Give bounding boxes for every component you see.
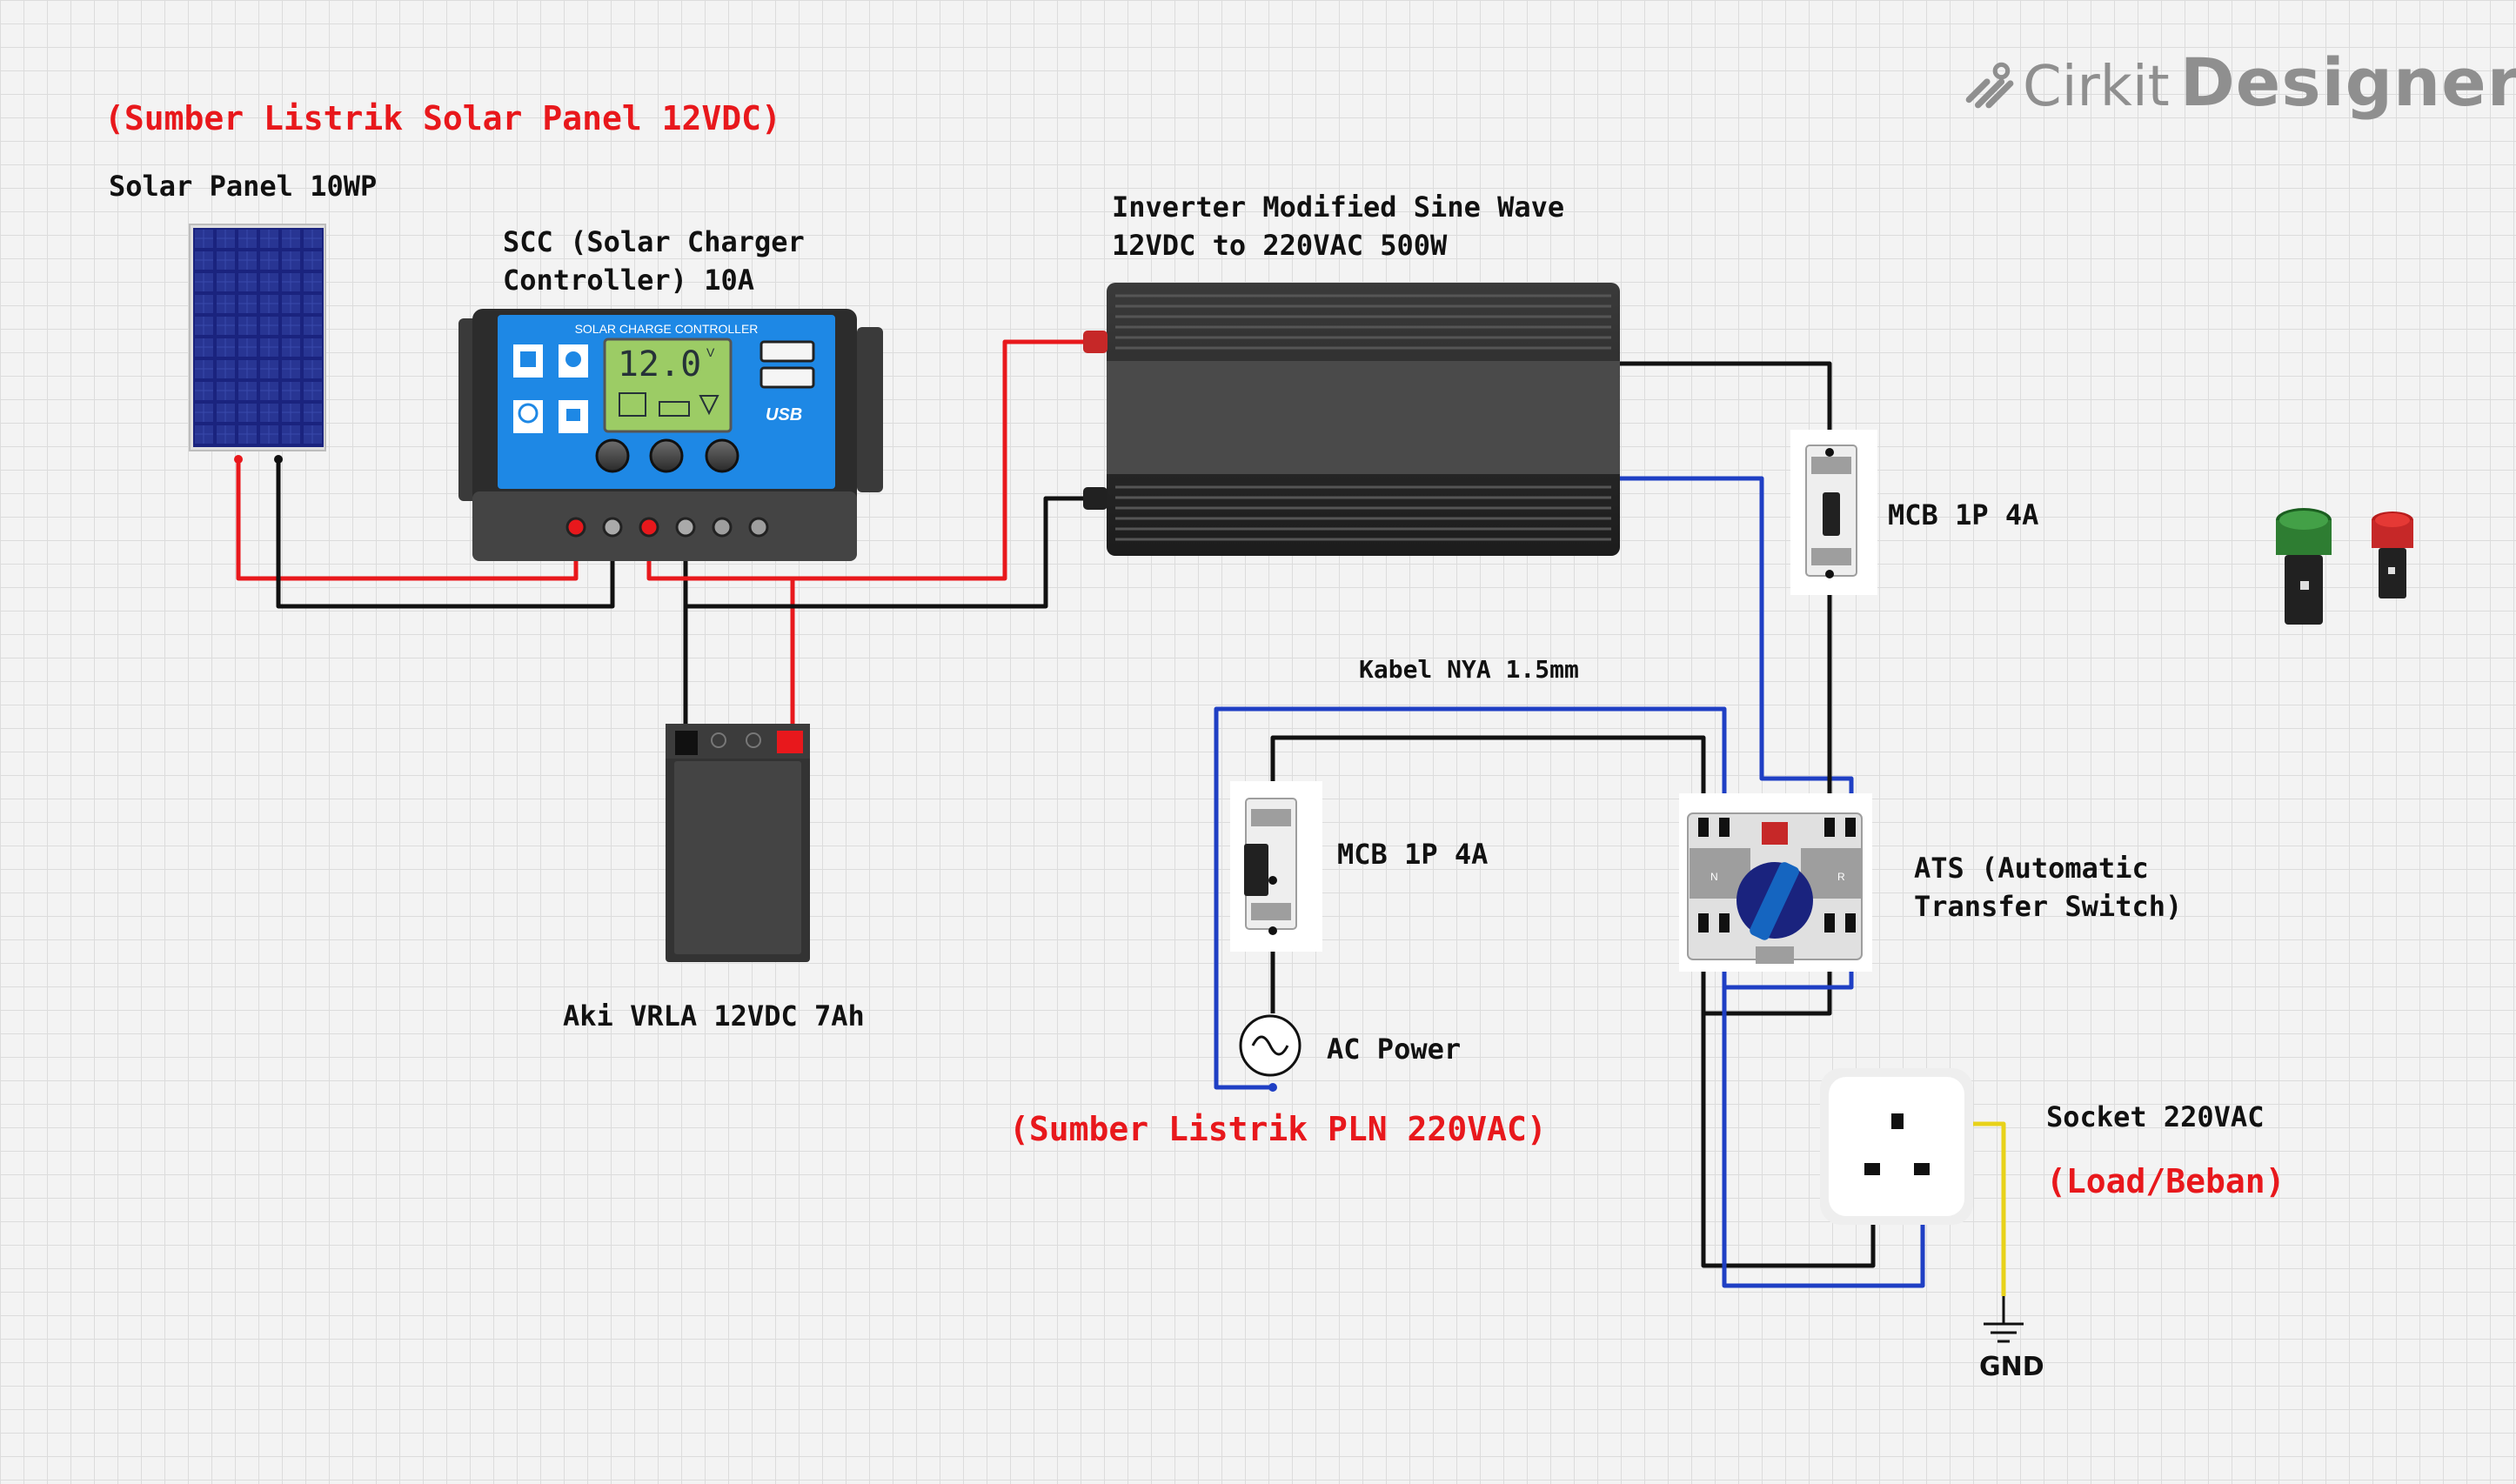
brand-name-light: Cirkit — [2023, 55, 2170, 119]
mcb-pln-terminal-top[interactable] — [1268, 876, 1277, 885]
mcb-pln-terminal-bottom[interactable] — [1268, 926, 1277, 935]
ac-power-label: AC Power — [1327, 1033, 1462, 1066]
cirkit-logo-icon — [1965, 62, 2014, 109]
scc-usb-port-1[interactable] — [759, 340, 815, 363]
scc-button-3[interactable] — [705, 438, 739, 473]
socket-220vac[interactable] — [1820, 1068, 1973, 1225]
scc-header: SOLAR CHARGE CONTROLLER — [575, 322, 759, 336]
scc-usb-port-2[interactable] — [759, 366, 815, 389]
socket-label: Socket 220VAC — [2046, 1100, 2265, 1133]
wire-inverter-negative[interactable] — [686, 496, 1094, 609]
load-label: (Load/Beban) — [2046, 1162, 2285, 1200]
solar-panel[interactable] — [189, 224, 326, 464]
green-indicator-lamp[interactable] — [2276, 508, 2332, 625]
scc-terminal-battery-neg[interactable] — [675, 517, 696, 538]
solar-charge-controller[interactable]: SOLAR CHARGE CONTROLLER 12.0 V USB — [458, 309, 883, 561]
ac-power-source[interactable] — [1239, 1014, 1301, 1092]
inverter[interactable] — [1083, 283, 1620, 556]
solar-terminal-negative[interactable] — [274, 455, 283, 464]
brand-name-bold: Designer — [2179, 43, 2516, 121]
gnd-label: GND — [1979, 1352, 2044, 1382]
scc-voltage-readout: 12.0 — [618, 344, 701, 384]
scc-button-1[interactable] — [595, 438, 630, 473]
red-indicator-lamp[interactable] — [2372, 511, 2413, 598]
solar-panel-label: Solar Panel 10WP — [109, 170, 378, 203]
scc-terminal-solar-neg[interactable] — [602, 517, 623, 538]
sine-wave-icon — [1251, 1035, 1289, 1056]
inverter-terminal-positive[interactable] — [1083, 331, 1107, 353]
battery-terminal-negative[interactable] — [675, 731, 698, 755]
scc-terminal-solar-pos[interactable] — [565, 517, 586, 538]
wire-pln-neutral[interactable] — [1214, 706, 1727, 1090]
solar-source-title: (Sumber Listrik Solar Panel 12VDC) — [104, 99, 781, 137]
scc-feature-icons — [513, 344, 588, 433]
ats-label-n: N — [1710, 871, 1718, 883]
socket-live-pin[interactable] — [1864, 1163, 1880, 1175]
mcb-inverter-terminal-bottom[interactable] — [1825, 570, 1834, 578]
mcb-pln-label: MCB 1P 4A — [1337, 838, 1489, 871]
ats-label-r: R — [1837, 871, 1845, 883]
ats-label: ATS (Automatic Transfer Switch) — [1914, 852, 2183, 923]
scc-usb-label: USB — [766, 405, 802, 424]
mcb-inverter-label: MCB 1P 4A — [1888, 498, 2039, 531]
wire-inverter-live[interactable] — [1616, 361, 1832, 452]
solar-terminal-positive[interactable] — [234, 455, 243, 464]
cable-label: Kabel NYA 1.5mm — [1359, 655, 1579, 684]
vrla-battery[interactable] — [666, 724, 810, 962]
scc-terminal-battery-pos[interactable] — [639, 517, 659, 538]
inverter-terminal-negative[interactable] — [1083, 487, 1107, 510]
socket-neutral-pin[interactable] — [1914, 1163, 1930, 1175]
lcd-status-icon — [619, 392, 719, 417]
indicator-lamps — [2276, 508, 2413, 625]
wire-ats-out-a[interactable] — [1701, 931, 1832, 1016]
pln-source-title: (Sumber Listrik PLN 220VAC) — [1009, 1110, 1547, 1148]
wire-inverter-neutral[interactable] — [1611, 476, 1854, 822]
scc-terminal-load-pos[interactable] — [712, 517, 733, 538]
ground-symbol — [1984, 1296, 2024, 1343]
mcb-inverter-terminal-top[interactable] — [1825, 448, 1834, 457]
automatic-transfer-switch[interactable]: N R — [1679, 793, 1872, 972]
mcb-inverter[interactable] — [1790, 430, 1877, 595]
scc-terminal-load-neg[interactable] — [748, 517, 769, 538]
wire-solar-negative[interactable] — [276, 459, 615, 609]
wire-socket-neutral[interactable] — [1722, 987, 1925, 1288]
socket-ground-pin[interactable] — [1891, 1113, 1904, 1129]
scc-button-2[interactable] — [649, 438, 684, 473]
mcb-pln[interactable] — [1230, 781, 1322, 952]
scc-terminals — [565, 517, 769, 538]
wire-inverter-positive[interactable] — [649, 339, 1094, 581]
scc-lcd — [603, 338, 733, 433]
ats-rotary-handle[interactable] — [1748, 860, 1801, 942]
battery-label: Aki VRLA 12VDC 7Ah — [563, 999, 865, 1033]
inverter-label: Inverter Modified Sine Wave 12VDC to 220… — [1112, 191, 1565, 262]
battery-terminal-positive[interactable] — [777, 731, 803, 753]
scc-voltage-unit: V — [706, 345, 715, 359]
scc-label: SCC (Solar Charger Controller) 10A — [503, 225, 805, 297]
